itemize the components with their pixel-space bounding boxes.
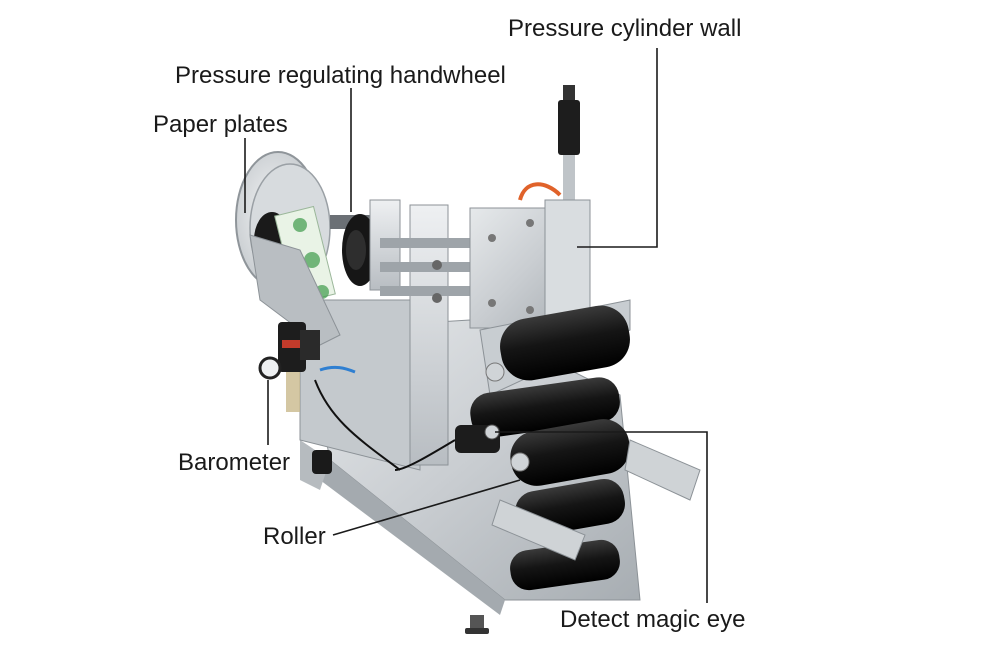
label-detect-magic-eye: Detect magic eye: [560, 606, 746, 633]
leader-roller: [332, 479, 521, 536]
barometer-unit: [258, 322, 401, 474]
leader-detect-magic-eye: [495, 431, 708, 603]
leader-lines: [244, 48, 708, 603]
roller-assembly: [470, 299, 701, 591]
paper-plates-reel: [235, 151, 341, 346]
pressure-regulating-handwheel: [330, 214, 378, 286]
label-barometer: Barometer: [178, 449, 291, 476]
label-pressure-cylinder-wall: Pressure cylinder wall: [508, 15, 742, 42]
label-paper-plates: Paper plates: [153, 111, 288, 138]
upright-post: [369, 199, 490, 466]
label-pressure-regulating-handwheel: Pressure regulating handwheel: [175, 62, 506, 89]
pressure-cylinder: [469, 85, 591, 329]
label-roller: Roller: [263, 523, 326, 550]
leader-pressure-cylinder-wall: [577, 48, 658, 248]
